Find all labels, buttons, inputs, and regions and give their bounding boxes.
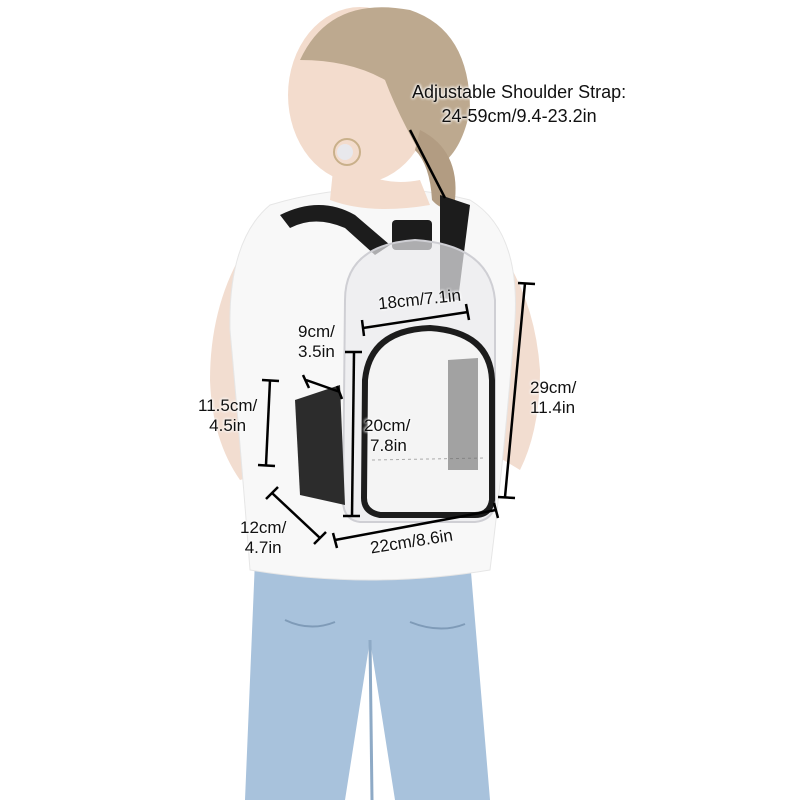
strap-label-line2: 24-59cm/9.4-23.2in xyxy=(441,106,597,126)
rear-mesh-pocket xyxy=(448,358,478,470)
side-mesh-pocket xyxy=(295,385,345,505)
jeans xyxy=(245,560,490,801)
bottom-depth-label: 12cm/ 4.7in xyxy=(240,518,287,557)
top-depth-label: 9cm/ 3.5in xyxy=(298,322,335,361)
strap-label-line1: Adjustable Shoulder Strap: xyxy=(412,82,627,102)
left-strap xyxy=(280,205,390,255)
total-height-label: 29cm/ 11.4in xyxy=(530,378,577,417)
strap-length-label: Adjustable Shoulder Strap: 24-59cm/9.4-2… xyxy=(412,80,626,128)
ponytail xyxy=(415,130,456,208)
hair xyxy=(300,7,470,170)
side-pocket-height-label: 11.5cm/ 4.5in xyxy=(198,396,258,435)
earring xyxy=(333,138,361,166)
dimension-lines xyxy=(257,129,536,549)
front-pocket-height-label: 20cm/ 7.8in xyxy=(364,416,411,455)
